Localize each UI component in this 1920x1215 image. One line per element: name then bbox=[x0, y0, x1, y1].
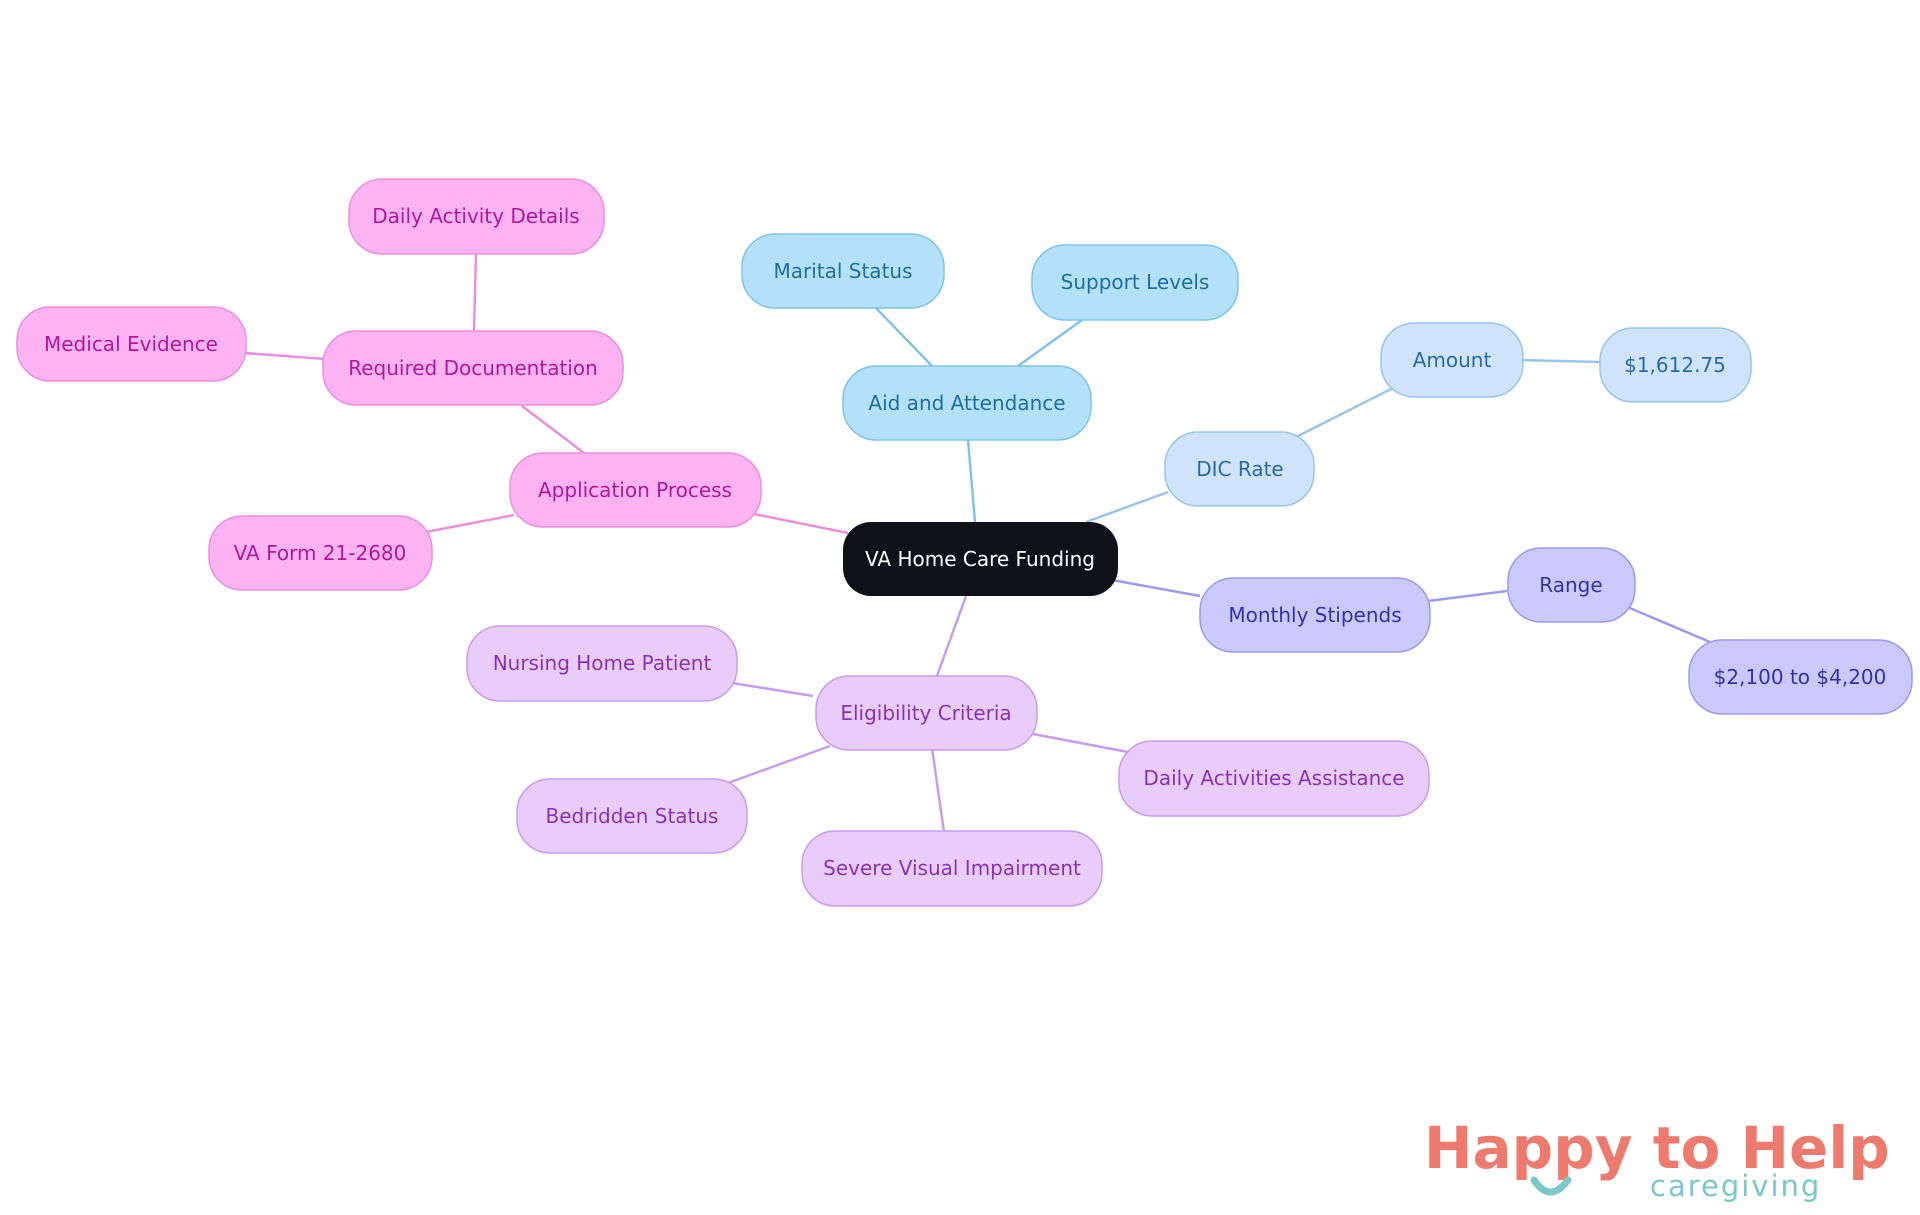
edge-stipends-range bbox=[1427, 589, 1508, 603]
node-application-process: Application Process bbox=[509, 452, 762, 528]
root-label: VA Home Care Funding bbox=[865, 547, 1095, 571]
edge-root-dic bbox=[1085, 490, 1169, 524]
aid-and-attendance-label: Aid and Attendance bbox=[868, 391, 1065, 415]
edge-dic-amount bbox=[1295, 385, 1396, 439]
node-marital-status: Marital Status bbox=[741, 233, 945, 309]
edge-root-stipends bbox=[1111, 578, 1201, 598]
node-required-documentation: Required Documentation bbox=[322, 330, 624, 406]
connectors bbox=[243, 252, 1711, 833]
edge-elig-visual bbox=[930, 747, 946, 833]
edge-root-application bbox=[753, 512, 849, 535]
edge-elig-nursing bbox=[731, 681, 814, 698]
node-monthly-stipends: Monthly Stipends bbox=[1199, 577, 1431, 653]
brand-name: Happy to Help bbox=[1424, 1114, 1890, 1182]
required-documentation-label: Required Documentation bbox=[348, 356, 598, 380]
edge-elig-daily bbox=[1032, 732, 1129, 754]
node-amount: Amount bbox=[1380, 322, 1524, 398]
edge-root-eligibility bbox=[935, 595, 968, 677]
node-support-levels: Support Levels bbox=[1031, 244, 1239, 321]
dic-rate-label: DIC Rate bbox=[1196, 457, 1283, 481]
edge-reqdoc-daily bbox=[472, 252, 478, 332]
edge-aid-support bbox=[1017, 318, 1083, 368]
node-range: Range bbox=[1507, 547, 1636, 623]
brand-logo: Happy to Help caregiving bbox=[1424, 1114, 1890, 1203]
edge-range-value bbox=[1624, 604, 1711, 644]
node-amount-value: $1,612.75 bbox=[1599, 327, 1752, 403]
nursing-home-patient-label: Nursing Home Patient bbox=[493, 651, 712, 675]
node-dic-rate: DIC Rate bbox=[1164, 431, 1315, 507]
daily-activity-details-label: Daily Activity Details bbox=[372, 204, 579, 228]
va-form-label: VA Form 21-2680 bbox=[234, 541, 407, 565]
marital-status-label: Marital Status bbox=[773, 259, 912, 283]
node-nursing-home-patient: Nursing Home Patient bbox=[466, 625, 738, 702]
daily-activities-assistance-label: Daily Activities Assistance bbox=[1143, 766, 1404, 790]
node-eligibility-criteria: Eligibility Criteria bbox=[815, 675, 1038, 751]
medical-evidence-label: Medical Evidence bbox=[44, 332, 218, 356]
node-daily-activities-assistance: Daily Activities Assistance bbox=[1118, 740, 1430, 817]
edge-elig-bedridden bbox=[727, 744, 831, 785]
edge-root-aid bbox=[966, 439, 977, 523]
node-daily-activity-details: Daily Activity Details bbox=[348, 178, 605, 255]
range-value-label: $2,100 to $4,200 bbox=[1714, 665, 1887, 689]
node-severe-visual-impairment: Severe Visual Impairment bbox=[801, 830, 1103, 907]
brand-tagline: caregiving bbox=[1650, 1169, 1821, 1203]
edge-app-form bbox=[425, 513, 515, 534]
edge-amount-value bbox=[1518, 358, 1601, 364]
support-levels-label: Support Levels bbox=[1061, 270, 1210, 294]
node-medical-evidence: Medical Evidence bbox=[16, 306, 247, 382]
monthly-stipends-label: Monthly Stipends bbox=[1228, 603, 1401, 627]
edge-aid-marital bbox=[875, 307, 933, 367]
range-label: Range bbox=[1539, 573, 1602, 597]
severe-visual-impairment-label: Severe Visual Impairment bbox=[823, 856, 1081, 880]
eligibility-criteria-label: Eligibility Criteria bbox=[840, 701, 1011, 725]
node-range-value: $2,100 to $4,200 bbox=[1688, 639, 1913, 715]
edge-reqdoc-medical bbox=[243, 351, 326, 361]
smile-icon bbox=[1530, 1176, 1572, 1196]
root-node: VA Home Care Funding bbox=[843, 522, 1118, 596]
node-aid-and-attendance: Aid and Attendance bbox=[842, 365, 1092, 441]
bedridden-status-label: Bedridden Status bbox=[546, 804, 719, 828]
amount-value-label: $1,612.75 bbox=[1624, 353, 1726, 377]
node-bedridden-status: Bedridden Status bbox=[516, 778, 748, 854]
application-process-label: Application Process bbox=[538, 478, 732, 502]
amount-label: Amount bbox=[1413, 348, 1492, 372]
edge-app-reqdoc bbox=[521, 405, 585, 454]
node-va-form: VA Form 21-2680 bbox=[208, 515, 433, 591]
